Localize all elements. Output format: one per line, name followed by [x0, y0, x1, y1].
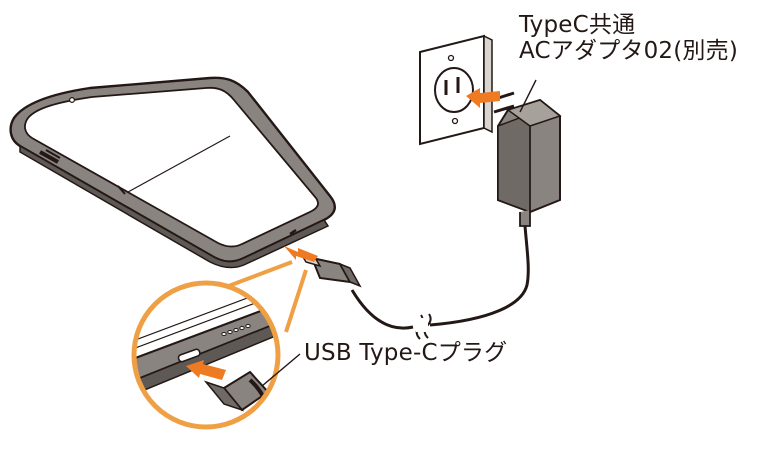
usb-plug-label: USB Type-Cプラグ	[304, 340, 508, 366]
insert-arrow-outlet-icon	[466, 88, 500, 108]
usb-cable	[350, 225, 530, 330]
ac-adapter-icon	[491, 91, 562, 227]
smartphone-icon	[9, 76, 336, 269]
leader-lines	[261, 79, 537, 387]
adapter-label-line1: TypeC共通	[519, 12, 636, 38]
magnified-port-icon	[134, 283, 278, 427]
wall-outlet-icon	[419, 34, 493, 146]
insert-arrow-phone-icon	[284, 246, 318, 262]
zoom-circle	[131, 280, 281, 430]
adapter-label: TypeC共通 ACアダプタ02(別売)	[519, 12, 738, 64]
adapter-label-line2: ACアダプタ02(別売)	[519, 38, 739, 64]
